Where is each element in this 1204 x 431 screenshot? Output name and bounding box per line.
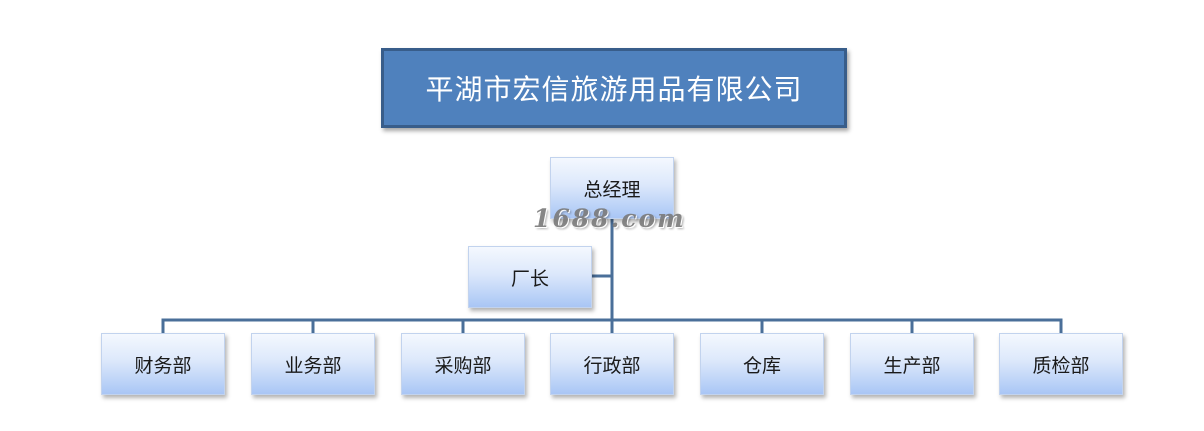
company-title-box: 平湖市宏信旅游用品有限公司: [381, 48, 847, 128]
node-department-label: 生产部: [883, 354, 941, 377]
node-department-label: 业务部: [284, 354, 342, 377]
node-department: 仓库: [700, 333, 824, 395]
node-department-label: 行政部: [583, 354, 641, 377]
node-root-label: 总经理: [583, 178, 641, 201]
node-department-label: 质检部: [1032, 354, 1090, 377]
node-department: 业务部: [251, 333, 375, 395]
node-assistant: 厂长: [468, 246, 592, 308]
node-department-label: 采购部: [434, 354, 492, 377]
node-department: 生产部: [850, 333, 974, 395]
company-name: 平湖市宏信旅游用品有限公司: [425, 73, 803, 106]
node-department: 财务部: [101, 333, 225, 395]
node-assistant-label: 厂长: [510, 267, 549, 290]
node-department: 采购部: [401, 333, 525, 395]
node-department: 行政部: [550, 333, 674, 395]
watermark: 1688.com: [533, 204, 686, 233]
node-department: 质检部: [999, 333, 1123, 395]
node-root: 总经理: [550, 157, 674, 219]
node-department-label: 财务部: [134, 354, 192, 377]
node-department-label: 仓库: [742, 354, 781, 377]
